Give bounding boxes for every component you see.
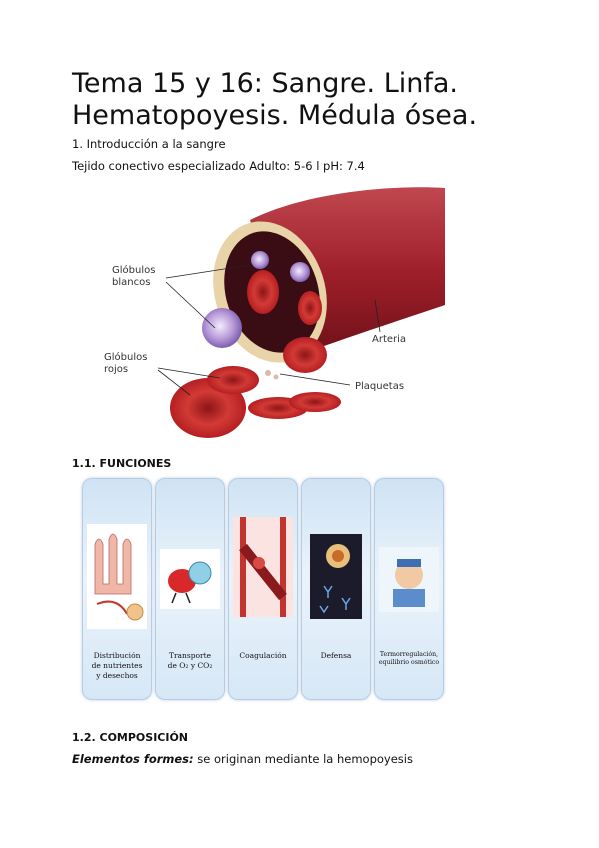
title-line-1: Tema 15 y 16: Sangre. Linfa. [72, 68, 458, 99]
red-cell-inner [247, 270, 279, 314]
title-line-2: Hematopoyesis. Médula ósea. [72, 100, 478, 131]
composition-term: Elementos formes: [72, 752, 194, 766]
white-cell-inner [251, 251, 269, 269]
red-blood-cell [289, 392, 341, 412]
blood-vessel-illustration [157, 187, 445, 438]
composition-text: se originan mediante la hemopoyesis [193, 752, 413, 766]
section-1-detail: Tejido conectivo especializado Adulto: 5… [72, 159, 365, 173]
label-artery: Arteria [372, 334, 407, 345]
function-caption: Defensa [320, 651, 352, 660]
white-blood-cell [202, 308, 242, 348]
label-platelets: Plaquetas [355, 381, 405, 392]
function-caption: Coagulación [239, 651, 287, 660]
function-caption: Termorregulación,equilibrio osmótico [378, 651, 440, 666]
red-blood-cell [283, 337, 327, 373]
thermoregulation-icon [379, 547, 439, 612]
oxygen-transport-icon [160, 549, 220, 609]
composition-heading: 1.2. COMPOSICIÓN [72, 731, 189, 744]
composition-line: Elementos formes: se originan mediante l… [72, 752, 413, 766]
function-panel-thermoregulation: Termorregulación,equilibrio osmótico [374, 478, 444, 700]
page-title: Tema 15 y 16: Sangre. Linfa. Hematopoyes… [72, 68, 552, 132]
function-panel-coagulation: Coagulación [228, 478, 298, 700]
white-cell-inner [290, 262, 310, 282]
coagulation-icon [233, 517, 293, 617]
intestine-villi-icon [87, 524, 147, 629]
functions-heading: 1.1. FUNCIONES [72, 457, 172, 470]
function-panel-defense: Defensa [301, 478, 371, 700]
defense-antibody-icon [310, 534, 362, 619]
red-cell-inner [298, 291, 322, 325]
red-blood-cell [207, 366, 259, 394]
section-1-heading: 1. Introducción a la sangre [72, 137, 226, 151]
